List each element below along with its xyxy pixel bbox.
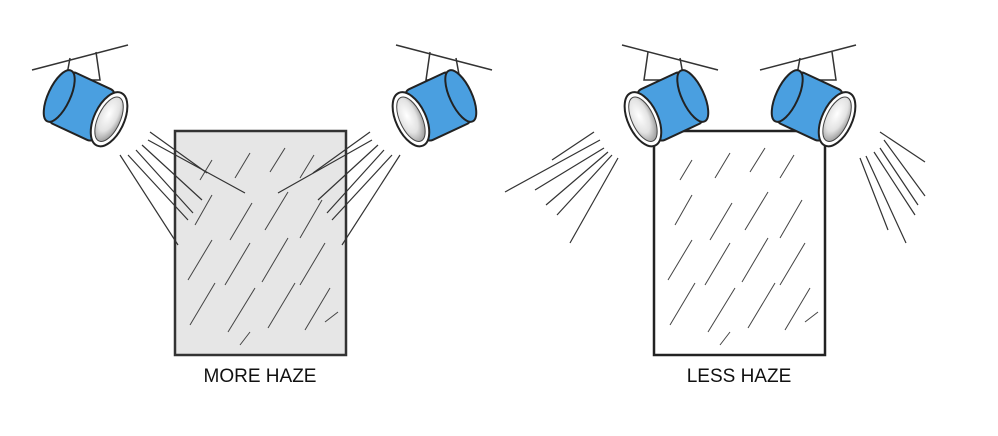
panel-streaks	[187, 147, 339, 346]
less-haze-scene	[504, 44, 926, 357]
light-beam	[504, 131, 619, 244]
spotlight-icon	[759, 44, 857, 148]
hazy-glass-panel	[173, 129, 348, 357]
spotlight-icon	[621, 44, 719, 148]
light-beam	[277, 131, 401, 246]
panel-streaks	[667, 147, 819, 346]
less-haze-label: LESS HAZE	[686, 366, 792, 387]
spotlight-icon	[31, 44, 129, 148]
more-haze-label: MORE HAZE	[203, 366, 317, 387]
clear-glass-panel	[652, 129, 827, 357]
more-haze-scene	[31, 44, 493, 357]
spotlight-icon	[391, 44, 493, 148]
light-beam	[859, 131, 926, 244]
light-beam	[119, 131, 246, 246]
